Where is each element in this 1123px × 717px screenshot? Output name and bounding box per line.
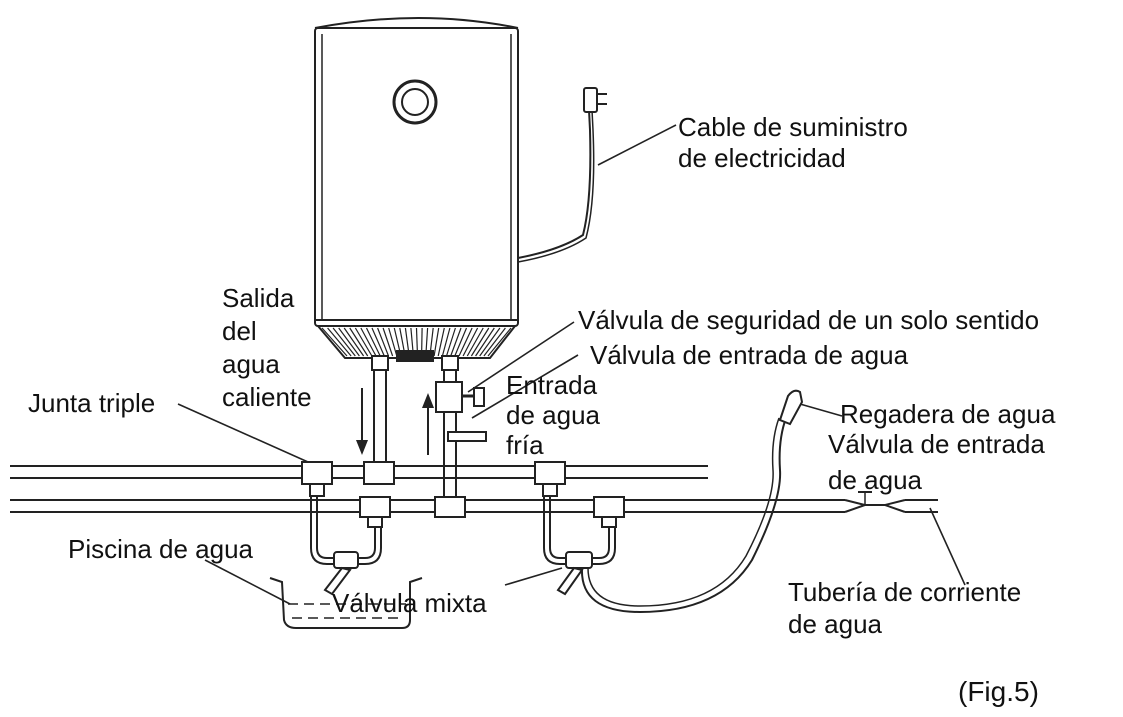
label-mains-pipe-line2: de agua [788,609,882,639]
label-hot-water-outlet-line2: del [222,316,257,346]
shower-head-icon [778,389,804,426]
label-water-basin: Piscina de agua [68,534,254,564]
left-mixing-valve [310,496,382,596]
label-shower-head: Regadera de agua [840,399,1056,429]
label-power-cable-line2: de electricidad [678,143,846,173]
label-hot-water-outlet-line4: caliente [222,382,312,412]
label-power-cable: Cable de suministro de electricidad [678,112,908,174]
hot-water-outlet-pipe [356,355,389,466]
tee-joint-right-cold [593,496,625,528]
label-cold-water-inlet-line2: de agua [506,400,600,430]
cold-water-inlet-pipe [422,355,459,506]
label-hot-water-outlet: Salida del agua caliente [222,282,312,414]
cap-rib [458,327,473,357]
label-inlet-valve-right-line1: Válvula de entrada [828,429,1045,459]
cap-rib [354,327,373,357]
cap-rib [433,327,440,357]
cap-rib [365,327,381,357]
safety-valve [435,381,485,413]
cap-rib [327,327,352,357]
label-safety-valve: Válvula de seguridad de un solo sentido [578,305,1040,335]
label-mixing-valve: Válvula mixta [332,588,487,618]
power-cable [517,109,595,263]
cap-rib [377,327,390,357]
label-cold-water-inlet-line1: Entrada [506,370,598,400]
cap-rib [343,327,365,357]
label-tee-joint: Junta triple [28,388,156,418]
cap-rib [445,327,456,357]
cap-rib [437,327,445,357]
thermostat-knob-icon [392,79,438,125]
cap-rib [487,327,512,357]
label-power-cable-line1: Cable de suministro [678,112,908,142]
tee-joint-right-hot [534,461,566,497]
cap-rib [466,327,484,357]
cap-rib [475,327,495,357]
cap-rib [349,327,369,357]
cap-rib [338,327,360,357]
label-cold-water-inlet: Entrada de agua fría [506,370,600,460]
tee-joint-heater-cold [434,496,466,518]
cap-rib [360,327,377,357]
cap-rib [470,327,490,357]
water-heater-tank [314,17,519,327]
inlet-valve-handle [447,431,487,442]
label-inlet-valve-top: Válvula de entrada de agua [590,340,909,370]
power-plug-icon [583,87,607,113]
label-inlet-valve-right-line2: de agua [828,465,922,495]
tee-joint-left-cold [359,496,391,528]
label-hot-water-outlet-line1: Salida [222,283,295,313]
cap-rib [388,327,398,357]
label-cold-water-inlet-line3: fría [506,430,544,460]
cap-rib [454,327,468,357]
label-inlet-valve-right: Válvula de entrada de agua [828,426,1045,498]
cap-rib [441,327,451,357]
cap-rib [479,327,501,357]
cap-rib [371,327,385,357]
water-basin [269,577,423,629]
label-mains-pipe-line1: Tubería de corriente [788,577,1022,607]
cap-rib [321,327,348,357]
hot-water-main-pipe [10,465,708,479]
cold-water-main-pipe [10,491,938,513]
heater-bottom-cap [315,325,518,362]
cap-rib [462,327,479,357]
cap-rib [332,327,356,357]
right-mixing-valve [543,496,616,596]
label-mains-pipe: Tubería de corriente de agua [788,576,1021,640]
figure-reference: (Fig.5) [958,676,1039,707]
label-hot-water-outlet-line3: agua [222,349,280,379]
cap-rib [483,327,506,357]
tee-joint-heater-hot [363,461,395,485]
tee-joint-left [301,461,333,497]
cap-rib [382,327,394,357]
cap-rib [450,327,462,357]
shower-hose [580,417,787,614]
